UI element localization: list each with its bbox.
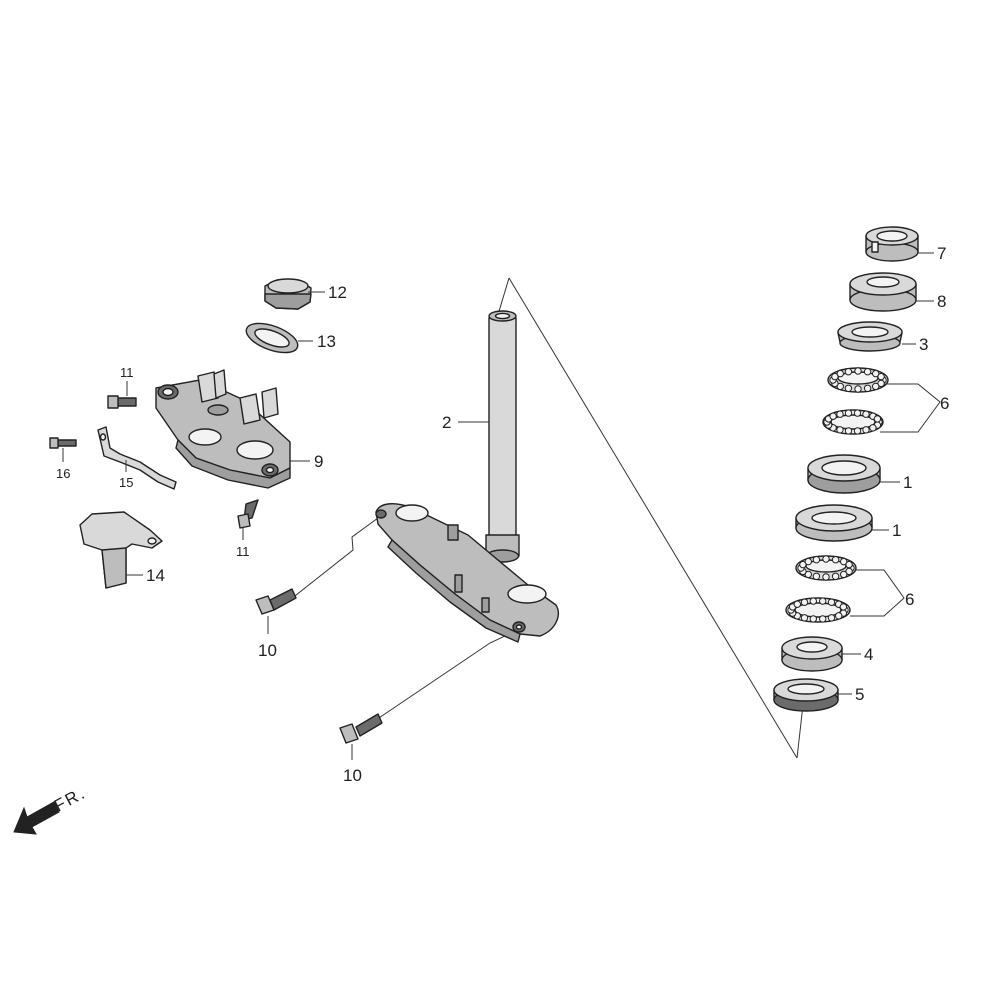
bearing-ball: [827, 614, 836, 622]
callout-10-upper: 10: [258, 641, 277, 660]
bearing-ball: [822, 555, 830, 563]
lock-nut-7: [865, 226, 919, 262]
bearing-ball: [853, 409, 862, 417]
bearing-ball: [804, 557, 812, 566]
bolt-11-lower: [237, 499, 259, 529]
bearing-ball: [804, 570, 812, 579]
bearing-ball: [822, 573, 830, 581]
bearing-ball: [854, 367, 862, 375]
bearing-ball: [862, 426, 870, 434]
bearing-ball: [809, 615, 817, 623]
bearing-ball: [836, 426, 844, 434]
bearing-ball: [819, 615, 827, 623]
bearing-race-1-upper: [807, 454, 881, 494]
bearing-ball: [872, 382, 880, 391]
callout-4: 4: [864, 645, 873, 664]
bearing-ball: [831, 556, 840, 564]
callout-6-upper: 6: [940, 394, 949, 413]
callout-6-lower: 6: [905, 590, 914, 609]
upper-race-3: [837, 321, 903, 352]
callout-2: 2: [442, 413, 451, 432]
front-label: FR.: [51, 783, 89, 815]
bearing-ball: [836, 382, 844, 391]
ball-bearing-upper-6: [822, 367, 889, 435]
bearing-ball: [812, 572, 821, 580]
bearing-ball: [831, 572, 840, 580]
bearing-ball: [799, 560, 807, 569]
bearing-ball: [840, 570, 848, 579]
callout-16: 16: [56, 466, 70, 481]
bearing-ball: [793, 600, 801, 608]
callout-9: 9: [314, 452, 323, 471]
front-direction-arrow-icon: [13, 801, 60, 835]
bearing-ball: [854, 385, 862, 393]
callout-8: 8: [937, 292, 946, 311]
callout-10-lower: 10: [343, 766, 362, 785]
bearing-ball: [872, 369, 880, 378]
stem-washer: [245, 322, 299, 354]
bearing-ball: [800, 598, 809, 606]
callout-3: 3: [919, 335, 928, 354]
callout-13: 13: [317, 332, 336, 351]
bearing-ball: [812, 556, 821, 564]
bearing-ball: [845, 560, 853, 569]
bracket-14: [79, 511, 163, 589]
bearing-ball: [827, 598, 836, 606]
dust-seal-5: [773, 678, 839, 712]
bearing-ball: [839, 603, 848, 611]
bolt-10-upper: [255, 588, 297, 615]
bearing-ball: [829, 412, 837, 420]
bearing-ball: [877, 372, 885, 381]
callout-12: 12: [328, 283, 347, 302]
adjusting-nut-8: [849, 272, 917, 312]
bearing-ball: [835, 612, 843, 620]
bearing-ball: [863, 384, 872, 392]
bearing-ball: [836, 369, 844, 378]
bearing-ball: [800, 614, 809, 622]
stem-nut: [264, 278, 312, 310]
bolt-11-upper: [107, 395, 137, 409]
callout-15: 15: [119, 475, 133, 490]
callout-11-lower: 11: [236, 544, 250, 559]
upper-triple-clamp: [155, 369, 291, 489]
bolt-16: [49, 437, 77, 449]
bearing-ball: [819, 597, 827, 605]
bearing-ball: [853, 427, 862, 435]
callout-5: 5: [855, 685, 864, 704]
bearing-ball: [862, 410, 870, 418]
lower-race-4: [781, 636, 843, 672]
bolt-10-lower: [339, 713, 383, 744]
steering-stem: [375, 310, 559, 643]
bearing-ball: [844, 368, 853, 376]
callout-14: 14: [146, 566, 165, 585]
callout-1-upper: 1: [903, 473, 912, 492]
bearing-ball: [863, 368, 872, 376]
bearing-ball: [844, 427, 853, 435]
bearing-ball: [831, 372, 839, 381]
bearing-ball: [869, 424, 877, 432]
ball-bearing-lower-6: [785, 555, 857, 623]
assembly-guide-lines: [285, 277, 804, 759]
wire-clamp-15: [97, 426, 177, 490]
callout-7: 7: [937, 244, 946, 263]
bearing-ball: [844, 384, 853, 392]
bearing-ball: [873, 415, 882, 423]
bearing-ball: [809, 597, 817, 605]
bearing-ball: [844, 409, 853, 417]
callout-11-upper: 11: [120, 365, 134, 380]
callout-1-lower: 1: [892, 521, 901, 540]
bearing-ball: [840, 557, 848, 566]
bearing-race-1-lower: [795, 504, 873, 542]
bearing-ball: [836, 410, 844, 418]
